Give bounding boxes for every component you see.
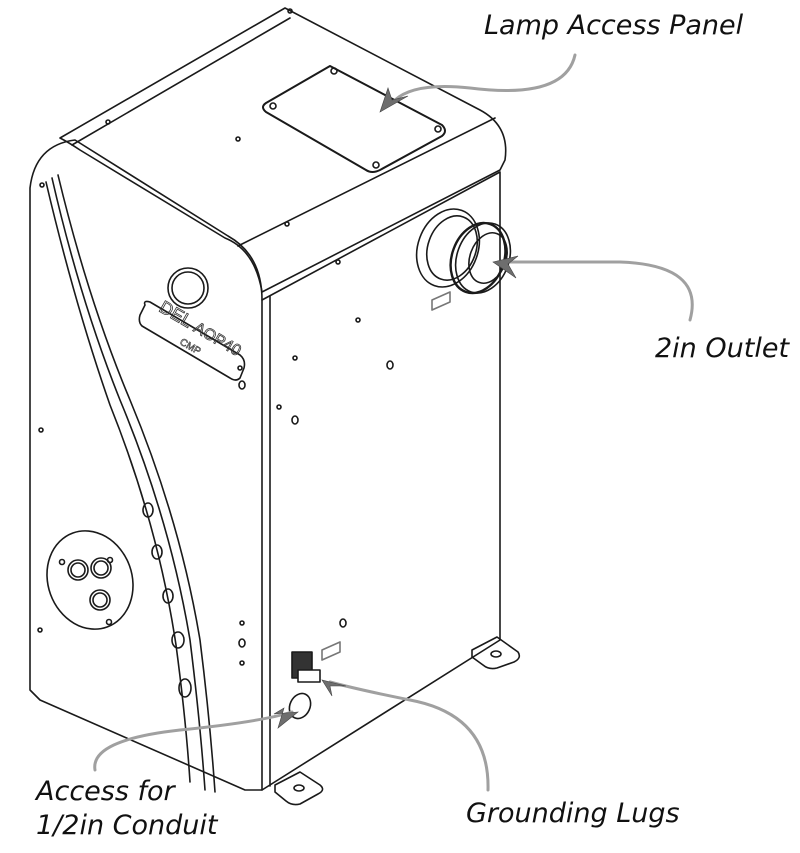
lamp-access-panel xyxy=(262,65,446,173)
top-face xyxy=(59,7,507,293)
outlet-flange xyxy=(415,208,481,288)
inlet-port xyxy=(67,559,89,581)
front-screw-slot xyxy=(238,638,246,648)
conduit-access-hole xyxy=(288,692,312,720)
front-curve-band xyxy=(51,177,206,791)
outlet-bore xyxy=(468,232,508,284)
inlet-port-inner xyxy=(92,592,108,608)
front-curve-band-inner xyxy=(45,181,191,783)
top-screw xyxy=(235,136,241,142)
top-screw xyxy=(105,119,111,125)
leader-lamp-panel xyxy=(393,53,577,102)
front-screw xyxy=(37,627,43,633)
foot-hole xyxy=(490,650,502,658)
side-screw xyxy=(335,259,341,265)
dial-ring-inner xyxy=(171,271,205,305)
leader-conduit xyxy=(93,710,294,772)
foot-hole xyxy=(293,784,305,792)
arrow-conduit xyxy=(273,707,299,729)
arrow-grounding xyxy=(321,679,347,697)
front-screw xyxy=(237,365,243,371)
inlet-port-inner xyxy=(93,560,109,576)
mounting-foot xyxy=(471,636,521,670)
grounding-lug-base xyxy=(297,669,321,683)
front-screw xyxy=(39,182,45,188)
band-hole xyxy=(171,631,185,649)
panel-screw xyxy=(434,125,442,133)
band-hole xyxy=(151,544,163,560)
dial-ring xyxy=(167,267,209,309)
band-hole xyxy=(142,502,154,518)
callout-conduit-line2: 1/2in Conduit xyxy=(36,810,218,841)
logo-plate-text: DEL AOP40 CMP xyxy=(155,296,244,360)
grounding-label-plate xyxy=(321,641,341,661)
front-screw xyxy=(239,660,245,666)
side-screw-slot xyxy=(386,360,394,370)
callout-lamp-access-panel: Lamp Access Panel xyxy=(484,10,744,41)
inlet-bolt xyxy=(105,618,113,626)
inlet-port xyxy=(89,589,111,611)
inlet-port-inner xyxy=(70,562,86,578)
panel-screw xyxy=(269,102,277,110)
inlet-plate xyxy=(46,530,134,630)
logo-plate xyxy=(138,300,246,381)
top-rim xyxy=(71,17,496,247)
side-screw xyxy=(276,404,282,410)
front-curve-band-outer xyxy=(57,174,216,793)
callout-outlet: 2in Outlet xyxy=(655,333,790,364)
front-screw xyxy=(239,620,245,626)
front-screw xyxy=(38,427,44,433)
leader-grounding xyxy=(328,680,490,792)
front-screw-slot xyxy=(238,380,246,390)
side-screw xyxy=(355,317,361,323)
top-screw xyxy=(287,8,293,14)
side-screw-slot xyxy=(291,415,299,425)
outlet-flange-inner xyxy=(425,215,479,281)
inlet-bolt xyxy=(58,558,66,566)
side-face xyxy=(261,171,501,791)
top-screw xyxy=(284,221,290,227)
band-hole xyxy=(162,588,174,604)
leader-outlet xyxy=(503,260,694,322)
arrow-outlet xyxy=(492,255,519,279)
arrow-lamp-panel xyxy=(379,87,409,113)
mounting-foot xyxy=(274,771,324,806)
callout-grounding-lugs: Grounding Lugs xyxy=(466,798,680,829)
outlet-label-plate xyxy=(431,291,451,311)
callout-conduit-line1: Access for xyxy=(36,776,175,807)
panel-screw xyxy=(372,161,380,169)
inlet-port xyxy=(90,557,112,579)
side-screw xyxy=(292,355,298,361)
band-hole xyxy=(178,678,192,698)
front-face xyxy=(29,139,263,791)
inlet-bolt xyxy=(106,556,114,564)
side-screw-slot xyxy=(339,618,347,628)
panel-screw xyxy=(330,67,338,75)
